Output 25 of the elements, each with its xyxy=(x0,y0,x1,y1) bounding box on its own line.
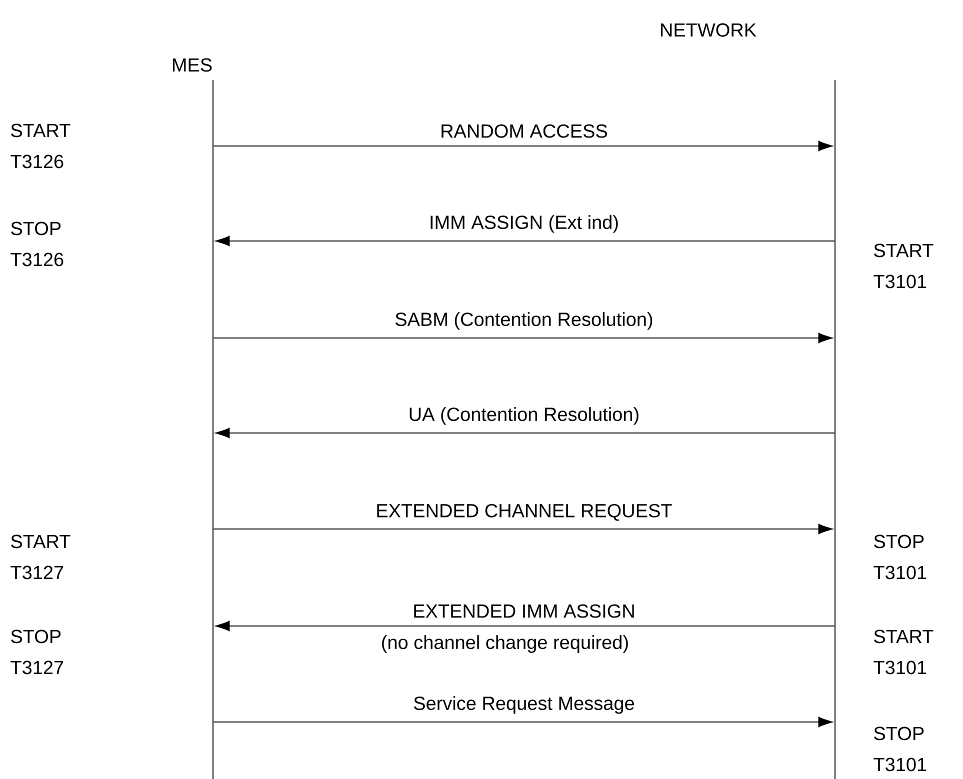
message-arrow xyxy=(215,428,835,438)
participant-label: NETWORK xyxy=(658,22,758,38)
timer-label: START T3126 xyxy=(10,124,70,168)
timer-label: START T3101 xyxy=(874,630,934,674)
timer-label: STOP T3127 xyxy=(10,630,64,674)
message-arrow xyxy=(213,140,833,152)
message-label: EXTENDED CHANNEL REQUEST xyxy=(374,502,674,522)
timer-label: START T3101 xyxy=(874,244,934,288)
timer-label: STOP T3101 xyxy=(874,726,926,772)
message-arrow xyxy=(213,332,833,344)
message-arrow xyxy=(213,524,833,534)
timer-label: START T3127 xyxy=(10,534,70,580)
message-label: (no channel change required) xyxy=(380,634,630,654)
message-label: Service Request Message xyxy=(412,695,636,715)
message-arrow xyxy=(215,620,835,632)
message-label: IMM ASSIGN (Ext ind) xyxy=(428,214,620,234)
message-label: RANDOM ACCESS xyxy=(439,123,609,139)
timer-label: STOP T3126 xyxy=(10,222,64,266)
message-label: SABM (Contention Resolution) xyxy=(394,311,654,331)
timer-label: STOP T3101 xyxy=(874,534,926,580)
message-arrow xyxy=(215,236,835,246)
participant-label: MES xyxy=(170,57,214,73)
message-label: UA (Contention Resolution) xyxy=(407,406,641,426)
message-arrow xyxy=(213,716,833,728)
message-label: EXTENDED IMM ASSIGN xyxy=(412,603,636,619)
